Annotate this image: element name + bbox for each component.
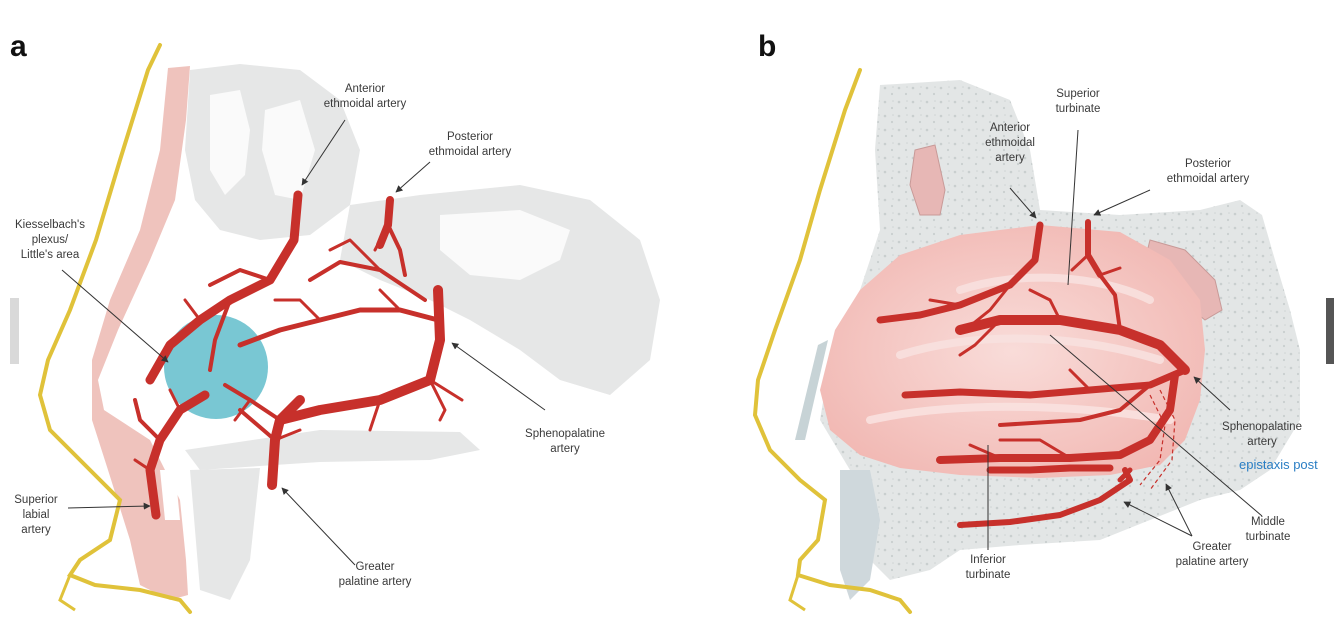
panel-a-labels: Anterior ethmoidal artery Posterior ethm… — [14, 83, 605, 588]
panel-b-labels: Superior turbinate Anterior ethmoidal ar… — [966, 88, 1319, 581]
label-b-superior-turbinate-2: turbinate — [1056, 103, 1101, 115]
label-b-greater-palatine-1: Greater — [1193, 541, 1232, 553]
label-b-posterior-ethmoidal-1: Posterior — [1185, 158, 1231, 170]
label-b-posterior-ethmoidal-2: ethmoidal artery — [1167, 173, 1250, 185]
label-b-middle-turbinate-1: Middle — [1251, 516, 1285, 528]
label-a-superior-labial-3: artery — [21, 524, 51, 536]
label-a-superior-labial-2: labial — [23, 509, 50, 521]
label-a-sphenopalatine-2: artery — [550, 443, 580, 455]
label-a-sphenopalatine-1: Sphenopalatine — [525, 428, 605, 440]
panel-b: b — [752, 30, 1334, 614]
label-a-anterior-ethmoidal-1: Anterior — [345, 83, 385, 95]
label-a-superior-labial-1: Superior — [14, 494, 58, 506]
label-b-sphenopalatine-2: artery — [1247, 436, 1277, 448]
label-a-greater-palatine-1: Greater — [356, 561, 395, 573]
panel-b-skin-outline — [752, 68, 912, 614]
right-edge-bar — [1326, 298, 1334, 364]
label-b-inferior-turbinate-1: Inferior — [970, 554, 1006, 566]
label-b-anterior-ethmoidal-2: ethmoidal — [985, 137, 1035, 149]
label-b-epistaxis-post: epistaxis post — [1239, 457, 1318, 472]
label-a-posterior-ethmoidal-1: Posterior — [447, 131, 493, 143]
label-b-inferior-turbinate-2: turbinate — [966, 569, 1011, 581]
septal-cartilage — [92, 66, 190, 600]
label-a-greater-palatine-2: palatine artery — [339, 576, 412, 588]
dashed-artery-path — [1149, 389, 1176, 491]
panel-a-skin-outline — [37, 43, 192, 614]
label-b-greater-palatine-2: palatine artery — [1176, 556, 1249, 568]
panel-b-arteries — [876, 219, 1190, 528]
panel-a: a — [10, 30, 660, 614]
label-b-sphenopalatine-1: Sphenopalatine — [1222, 421, 1302, 433]
panel-b-letter: b — [758, 30, 776, 63]
label-b-anterior-ethmoidal-3: artery — [995, 152, 1025, 164]
label-a-posterior-ethmoidal-2: ethmoidal artery — [429, 146, 512, 158]
panel-a-arteries — [133, 190, 464, 520]
turbinate-shading — [866, 273, 1174, 424]
dashed-artery-path-2 — [1139, 394, 1166, 486]
panel-a-bone — [185, 64, 660, 600]
label-b-middle-turbinate-2: turbinate — [1246, 531, 1291, 543]
label-b-superior-turbinate-1: Superior — [1056, 88, 1100, 100]
panel-a-letter: a — [10, 30, 27, 63]
label-a-kiesselbach-3: Little's area — [21, 249, 80, 261]
label-b-anterior-ethmoidal-1: Anterior — [990, 122, 1030, 134]
panel-b-leaders — [987, 129, 1263, 550]
label-a-kiesselbach-2: plexus/ — [32, 234, 69, 246]
panel-a-leaders — [61, 119, 546, 566]
label-a-kiesselbach-1: Kiesselbach's — [15, 219, 85, 231]
label-a-anterior-ethmoidal-2: ethmoidal artery — [324, 98, 407, 110]
left-edge-bar — [10, 298, 19, 364]
